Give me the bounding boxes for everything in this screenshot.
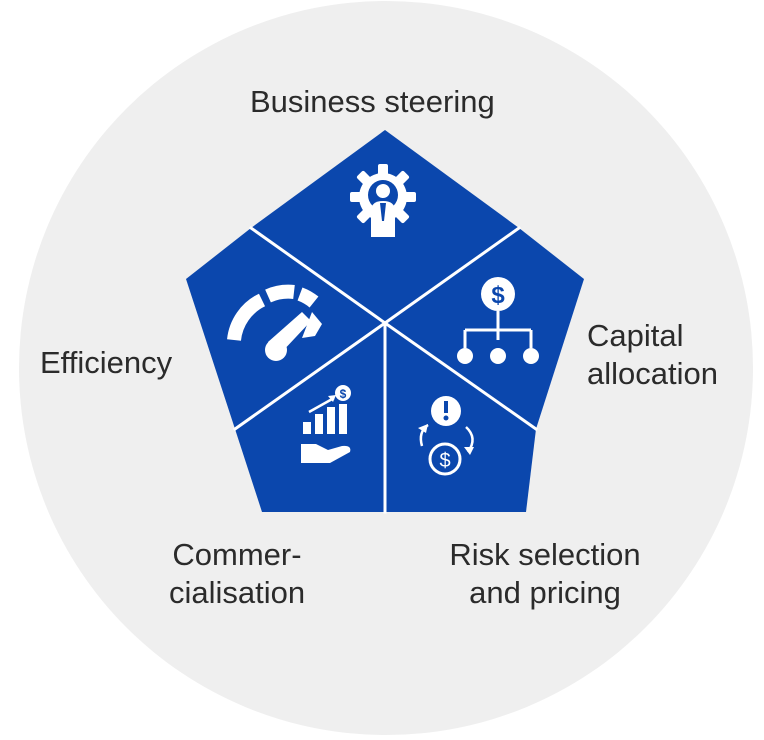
label-commercialisation-line1: Commer- (172, 537, 302, 572)
svg-text:$: $ (439, 450, 450, 472)
svg-text:$: $ (340, 387, 347, 401)
label-capital-line2: allocation (587, 356, 718, 391)
segment-risk-selection (385, 323, 536, 512)
label-commercialisation-line2: cialisation (168, 575, 306, 610)
label-commercialisation: Commer- cialisation (152, 536, 322, 612)
label-efficiency: Efficiency (40, 344, 172, 382)
label-risk-line2: and pricing (469, 575, 621, 610)
segment-dividers (232, 225, 539, 514)
label-business-steering-text: Business steering (250, 84, 495, 119)
label-business-steering: Business steering (250, 83, 495, 121)
growth-hand-icon: $ (301, 385, 351, 463)
label-risk-line1: Risk selection (449, 537, 641, 572)
person-gear-icon (350, 164, 416, 237)
segment-commercialisation (235, 323, 385, 512)
label-efficiency-text: Efficiency (40, 345, 173, 380)
label-capital-allocation: Capital allocation (587, 317, 718, 393)
dollar-hierarchy-icon: $ (457, 277, 539, 364)
label-risk-selection: Risk selection and pricing (425, 536, 665, 612)
svg-text:$: $ (491, 282, 505, 309)
gauge-icon (227, 284, 322, 361)
risk-cycle-icon: $ (418, 396, 474, 476)
label-capital-line1: Capital (587, 318, 684, 353)
